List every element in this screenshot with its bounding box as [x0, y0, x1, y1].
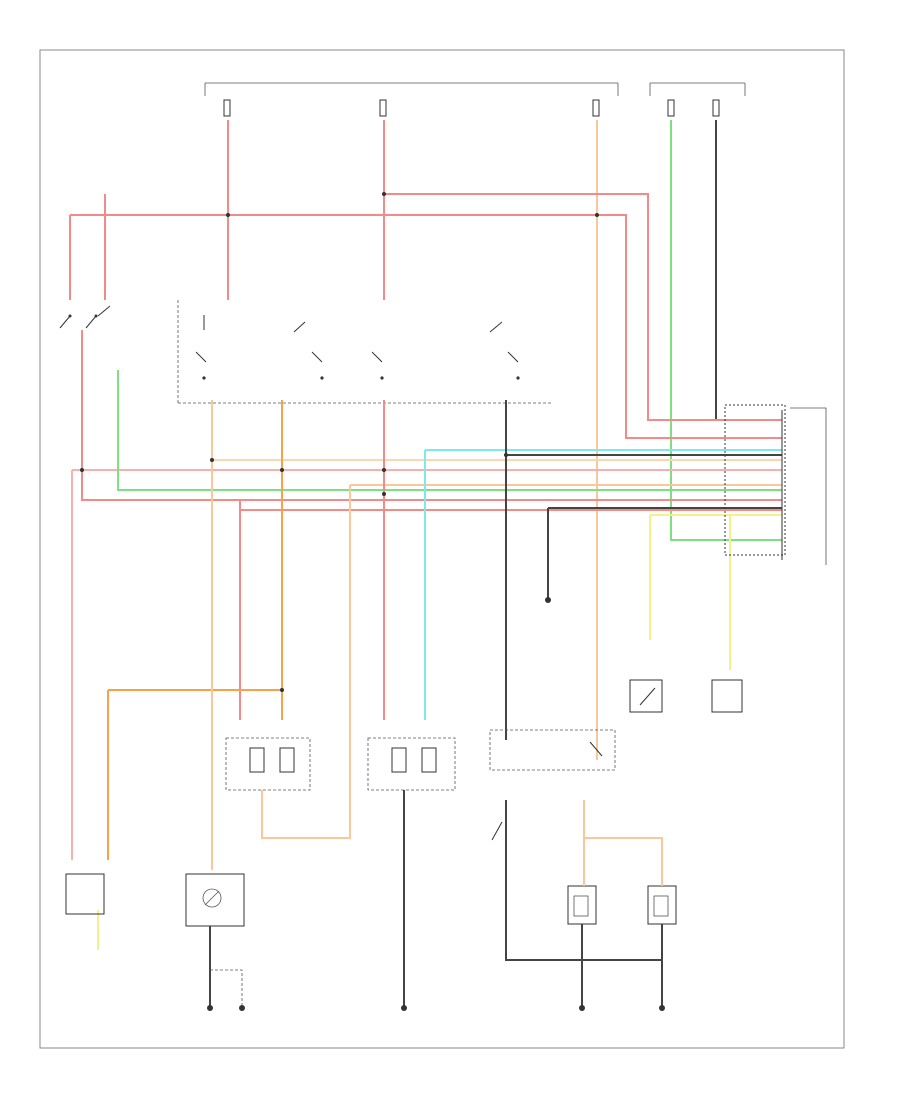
- diagram-frame: [39, 49, 845, 1049]
- fuse-row: [223, 99, 720, 117]
- power-bus-bars: [204, 82, 746, 96]
- wire-runs: [69, 120, 782, 950]
- lower-components: [65, 580, 743, 1010]
- switch-contacts: [195, 315, 520, 380]
- junction-nodes: [80, 192, 599, 692]
- dimmer-switch: [59, 305, 111, 329]
- ground-points: [207, 597, 665, 1011]
- headlamp-switch-housing: [177, 300, 552, 404]
- relay-modules: [225, 729, 616, 791]
- right-connector: [724, 404, 827, 565]
